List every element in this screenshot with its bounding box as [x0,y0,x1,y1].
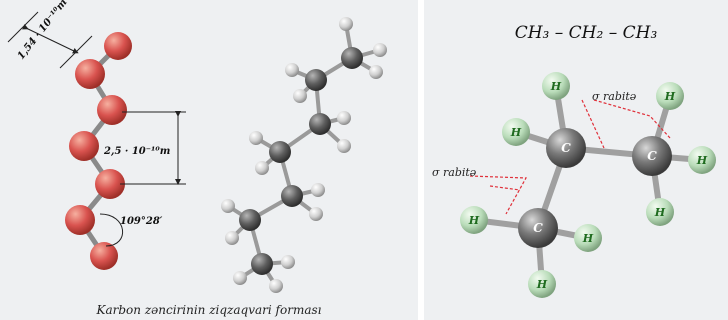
bond-angle-label: 109°28′ [120,216,163,227]
sigma-bond-label-left: σ rabitə [432,166,477,179]
carbon-atom [75,59,105,89]
carbon-atom [69,131,99,161]
carbon-atom [65,205,95,235]
spacing-label: 2,5 · 10⁻¹⁰m [103,146,170,157]
bond-angle-marker: 109°28′ [99,213,163,247]
alkane-ball-stick-model [221,17,387,293]
spacing-dimension: 2,5 · 10⁻¹⁰m [103,111,186,185]
hydrogen-label: H [536,278,548,291]
carbon-label: C [647,149,657,163]
hydrogen-label: H [696,154,708,167]
carbon-atom [104,32,132,60]
propane-formula: CH₃ – CH₂ – CH₃ [515,23,658,43]
carbon-atom [97,95,127,125]
hydrogen-atoms-green [460,72,716,298]
hydrogen-label: H [510,126,522,139]
red-carbon-atoms [65,32,132,270]
hydrogen-label: H [550,80,562,93]
propane-model: H H H H H H H H C C C σ rabitə σ rabitə [432,72,716,298]
hydrogen-label: H [468,214,480,227]
hydrogen-label: H [664,90,676,103]
sigma-bond-markers [469,99,671,215]
carbon-atom [95,169,125,199]
carbon-atoms-gray [239,47,363,275]
carbon-atoms-propane [518,128,672,248]
carbon-label: C [561,141,571,155]
hydrogen-label: H [654,206,666,219]
sigma-bond-label-top: σ rabitə [592,90,637,103]
hydrogen-atoms-gray [221,17,387,293]
carbon-labels: C C C [533,141,657,235]
carbon-label: C [533,221,543,235]
left-caption: Karbon zəncirinin ziqzaqvari forması [96,303,322,317]
hydrogen-label: H [582,232,594,245]
hydrogen-labels: H H H H H H H H [468,80,708,291]
carbon-atom [90,242,118,270]
